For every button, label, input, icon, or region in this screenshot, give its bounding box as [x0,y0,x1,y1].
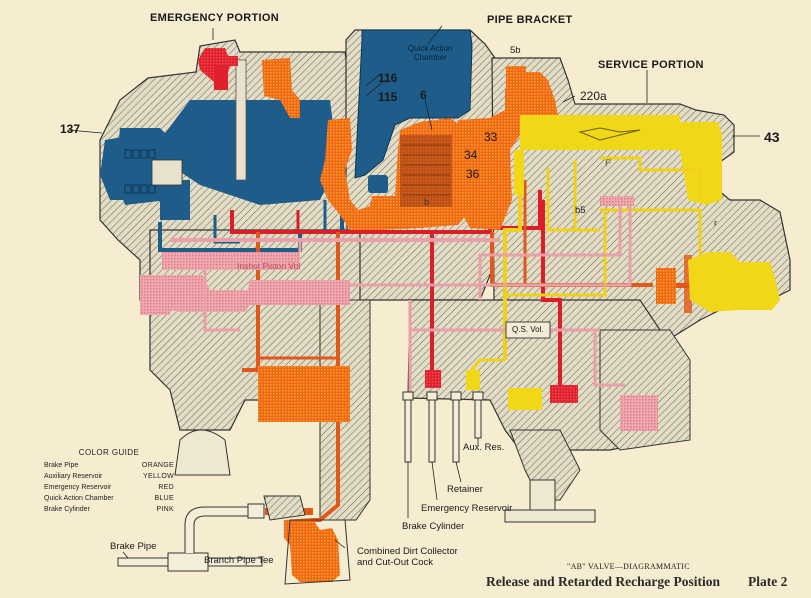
part-43: 43 [764,129,780,145]
guide-item-color: BLUE [154,495,174,502]
qac-line1: Quick Action [408,44,453,53]
dirt-collector-label: Combined Dirt Collector and Cut-Out Cock [357,546,458,568]
color-guide-row: Emergency Reservoir RED [44,482,174,493]
part-137: 137 [60,122,81,136]
quick-action-chamber-blue [100,29,473,252]
part-33: 33 [484,130,498,144]
qs-vol-label: Q.S. Vol. [512,325,544,334]
pipe-bracket-label: PIPE BRACKET [487,14,573,26]
part-F: F [605,158,611,169]
part-b5: b5 [575,205,586,216]
qs-vol-box [505,321,551,339]
part-r: r [714,218,718,229]
color-guide-row: Brake Pipe ORANGE [44,460,174,471]
guide-item-name: Quick Action Chamber [44,495,114,502]
brake-cylinder-label: Brake Cylinder [402,521,465,532]
emergency-reservoir-red [198,48,578,403]
color-guide: COLOR GUIDE Brake Pipe ORANGE Auxiliary … [44,448,174,515]
color-guide-row: Quick Action Chamber BLUE [44,493,174,504]
retainer-label: Retainer [447,484,483,495]
inshot-piston-vol-label: Inshot Piston Vol [237,261,301,271]
aux-res-label: Aux. Res. [463,442,505,453]
part-115: 115 [378,90,398,104]
dirt-collector-line2: and Cut-Out Cock [357,557,434,568]
service-portion-label: SERVICE PORTION [598,59,704,71]
guide-item-name: Emergency Reservoir [44,484,112,491]
guide-item-color: RED [158,484,174,491]
part-116: 116 [378,71,398,85]
plate-number: Plate 2 [748,574,788,589]
part-5b: 5b [510,45,521,56]
part-6: 6 [420,88,427,102]
caption-subtitle: "AB" VALVE—DIAGRAMMATIC [567,562,690,571]
guide-item-color: ORANGE [141,462,174,469]
dirt-collector-line1: Combined Dirt Collector [357,546,458,557]
guide-item-name: Brake Pipe [44,462,79,469]
auxiliary-reservoir-yellow [466,115,780,410]
guide-item-name: Auxiliary Reservoir [44,473,103,480]
branch-pipe-tee-label: Branch Pipe Tee [204,555,274,566]
emergency-portion-label: EMERGENCY PORTION [150,12,279,24]
qac-line2: Chamber [413,53,447,62]
leader-lines [67,25,760,563]
caption-title: Release and Retarded Recharge Position [486,574,720,589]
part-220a: 220a [580,89,607,103]
brake-pipe-orange [242,58,698,582]
part-b: b [424,197,430,208]
lower-support [174,429,596,523]
guide-item-color: YELLOW [143,473,174,480]
brake-pipe-tee-assembly [117,495,351,585]
color-guide-title: COLOR GUIDE [78,448,140,457]
guide-item-name: Brake Cylinder [44,506,90,513]
color-guide-row: Brake Cylinder PINK [44,504,174,515]
emergency-reservoir-label: Emergency Reservoir [421,503,513,514]
guide-item-color: PINK [156,506,174,513]
brake-pipe-label: Brake Pipe [110,541,157,552]
part-34: 34 [464,148,478,162]
color-guide-row: Auxiliary Reservoir YELLOW [44,471,174,482]
quick-action-chamber-label: Quick Action Chamber [408,44,452,62]
part-36: 36 [466,167,480,181]
brake-cylinder-pink [140,196,658,431]
